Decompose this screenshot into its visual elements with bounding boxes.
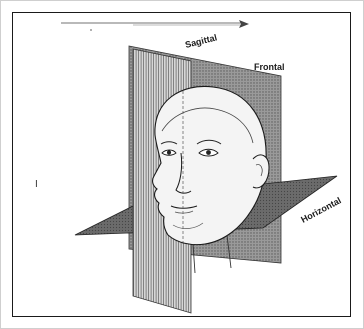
anatomical-planes-diagram: I Sagittal Frontal Horizontal (13, 13, 350, 316)
horizontal-label: Horizontal (299, 195, 343, 224)
frontal-label: Frontal (254, 62, 285, 72)
left-mark: I (35, 179, 38, 190)
sagittal-label: Sagittal (184, 32, 218, 50)
top-arrow-icon (61, 20, 249, 31)
